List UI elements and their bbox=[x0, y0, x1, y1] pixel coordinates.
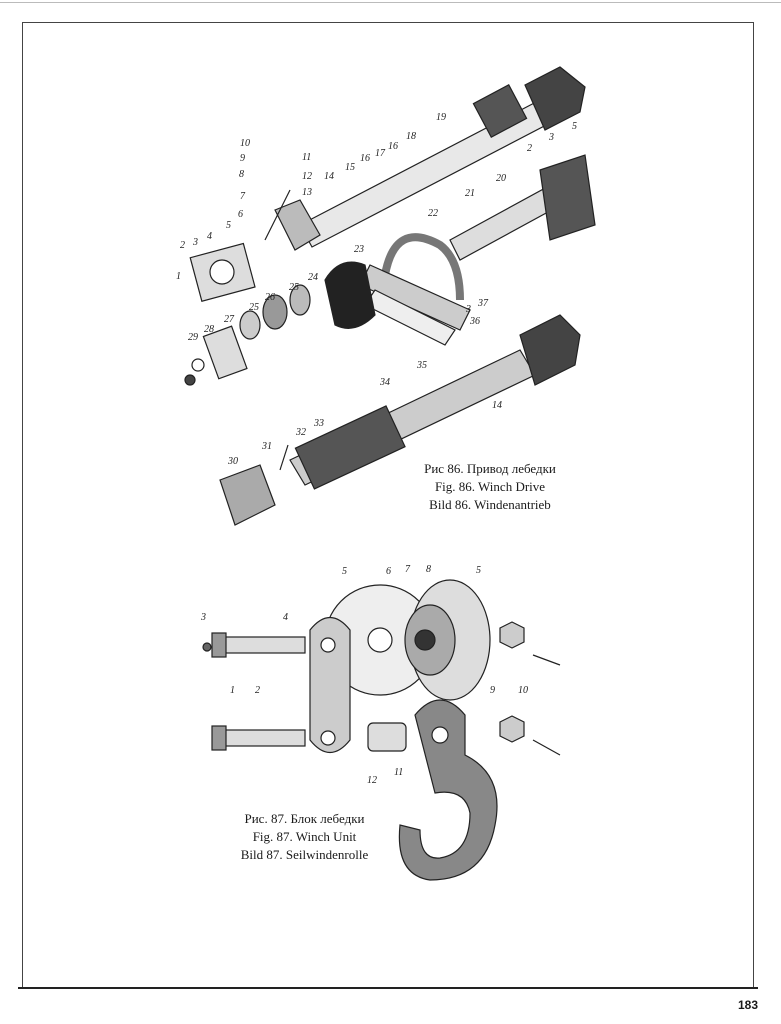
callout-label: 4 bbox=[207, 231, 212, 242]
figure-86-callouts: 10 9 8 7 6 5 4 2 3 1 11 12 13 14 15 16 1… bbox=[176, 112, 577, 467]
callout-label: 13 bbox=[302, 187, 312, 198]
callout-label: 7 bbox=[240, 191, 246, 202]
callout-label: 2 bbox=[255, 685, 260, 696]
callout-label: 8 bbox=[239, 169, 244, 180]
caption-russian: Рис. 87. Блок лебедки bbox=[244, 811, 365, 826]
callout-label: 36 bbox=[469, 316, 480, 327]
page-number: 183 bbox=[738, 998, 759, 1012]
callout-label: 12 bbox=[302, 171, 312, 182]
bottom-rule bbox=[18, 987, 758, 989]
figure-87-callouts: 3 4 5 6 7 8 5 2 1 9 10 12 11 bbox=[200, 564, 528, 786]
callout-label: 20 bbox=[496, 173, 506, 184]
caption-english: Fig. 87. Winch Unit bbox=[252, 829, 357, 844]
callout-label: 1 bbox=[176, 271, 181, 282]
callout-label: 28 bbox=[204, 324, 214, 335]
callout-label: 27 bbox=[224, 314, 235, 325]
callout-label: 33 bbox=[313, 418, 324, 429]
callout-label: 30 bbox=[227, 456, 238, 467]
callout-label: 1 bbox=[230, 685, 235, 696]
callout-label: 5 bbox=[226, 220, 231, 231]
caption-english: Fig. 86. Winch Drive bbox=[434, 479, 546, 494]
callout-label: 22 bbox=[428, 208, 438, 219]
figure-87-winch-unit-drawing bbox=[202, 579, 561, 881]
callout-label: 25 bbox=[289, 282, 299, 293]
callout-label: 31 bbox=[261, 441, 272, 452]
callout-label: 5 bbox=[476, 565, 481, 576]
callout-label: 3 bbox=[465, 304, 471, 315]
callout-label: 14 bbox=[492, 400, 502, 411]
callout-label: 8 bbox=[426, 564, 431, 575]
callout-label: 29 bbox=[188, 332, 198, 343]
top-rule bbox=[0, 2, 781, 3]
figure-87-caption: Рис. 87. Блок лебедки Fig. 87. Winch Uni… bbox=[212, 810, 397, 864]
callout-label: 16 bbox=[388, 141, 398, 152]
callout-label: 18 bbox=[406, 131, 416, 142]
callout-label: 10 bbox=[240, 138, 250, 149]
callout-label: 15 bbox=[345, 162, 355, 173]
callout-label: 12 bbox=[367, 775, 377, 786]
callout-label: 32 bbox=[295, 427, 306, 438]
callout-label: 6 bbox=[386, 566, 391, 577]
callout-label: 9 bbox=[490, 685, 495, 696]
callout-label: 34 bbox=[379, 377, 390, 388]
callout-label: 11 bbox=[302, 152, 311, 163]
callout-label: 26 bbox=[265, 292, 275, 303]
callout-label: 3 bbox=[192, 237, 198, 248]
figure-86-winch-drive-drawing bbox=[184, 66, 596, 526]
callout-label: 16 bbox=[360, 153, 370, 164]
caption-german: Bild 86. Windenantrieb bbox=[429, 497, 551, 512]
callout-label: 3 bbox=[200, 612, 206, 623]
callout-label: 2 bbox=[180, 240, 185, 251]
callout-label: 19 bbox=[436, 112, 446, 123]
callout-label: 7 bbox=[405, 564, 411, 575]
callout-label: 21 bbox=[465, 188, 475, 199]
callout-label: 11 bbox=[394, 767, 403, 778]
callout-label: 5 bbox=[572, 121, 577, 132]
figure-86-caption: Рис 86. Привод лебедки Fig. 86. Winch Dr… bbox=[400, 460, 580, 514]
callout-label: 14 bbox=[324, 171, 334, 182]
caption-russian: Рис 86. Привод лебедки bbox=[424, 461, 556, 476]
callout-label: 37 bbox=[477, 298, 489, 309]
callout-label: 25 bbox=[249, 302, 259, 313]
callout-label: 6 bbox=[238, 209, 243, 220]
callout-label: 35 bbox=[416, 360, 427, 371]
callout-label: 3 bbox=[548, 132, 554, 143]
callout-label: 17 bbox=[375, 148, 386, 159]
callout-label: 2 bbox=[527, 143, 532, 154]
callout-label: 10 bbox=[518, 685, 528, 696]
callout-label: 9 bbox=[240, 153, 245, 164]
callout-label: 5 bbox=[342, 566, 347, 577]
page-frame bbox=[22, 22, 754, 989]
callout-label: 24 bbox=[308, 272, 318, 283]
callout-label: 23 bbox=[354, 244, 364, 255]
callout-label: 4 bbox=[283, 612, 288, 623]
caption-german: Bild 87. Seilwindenrolle bbox=[240, 847, 369, 862]
